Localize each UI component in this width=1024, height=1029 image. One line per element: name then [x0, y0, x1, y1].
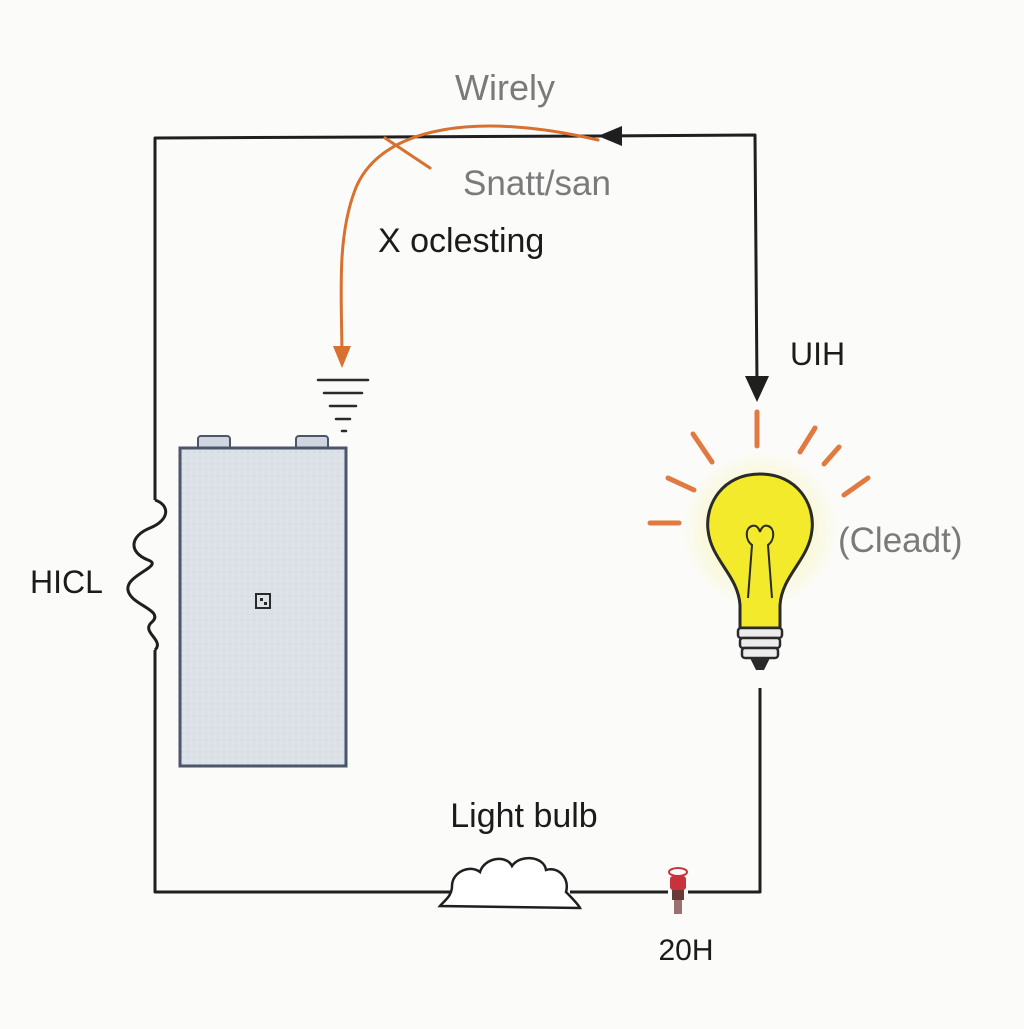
light-rays-icon [647, 409, 871, 526]
right-wire-label: UIH [790, 336, 845, 372]
ground-icon [316, 378, 370, 433]
left-wire-lower [153, 650, 450, 894]
light-bulb-label: Light bulb [450, 797, 597, 835]
top-wire-arrow-icon [598, 126, 622, 146]
right-wire-lower [688, 688, 762, 894]
light-bulb-icon [682, 452, 838, 670]
coil-icon [126, 498, 168, 652]
orange-curved-arrow [339, 124, 600, 362]
battery-icon [178, 435, 348, 768]
right-wire-arrow-icon [745, 376, 769, 402]
top-subtitle: Snatt/san [463, 164, 611, 203]
top-wire [153, 133, 759, 500]
switch-icon[interactable] [668, 867, 688, 914]
orange-arrowhead-icon [333, 346, 351, 368]
top-title: Wirely [455, 67, 555, 108]
coil-label: HICL [30, 564, 103, 600]
annotation-label: X oclesting [378, 222, 544, 260]
switch-label: 20H [658, 934, 713, 967]
resistor-cloud-icon [437, 857, 583, 910]
bulb-note-label: (Cleadt) [838, 521, 962, 560]
